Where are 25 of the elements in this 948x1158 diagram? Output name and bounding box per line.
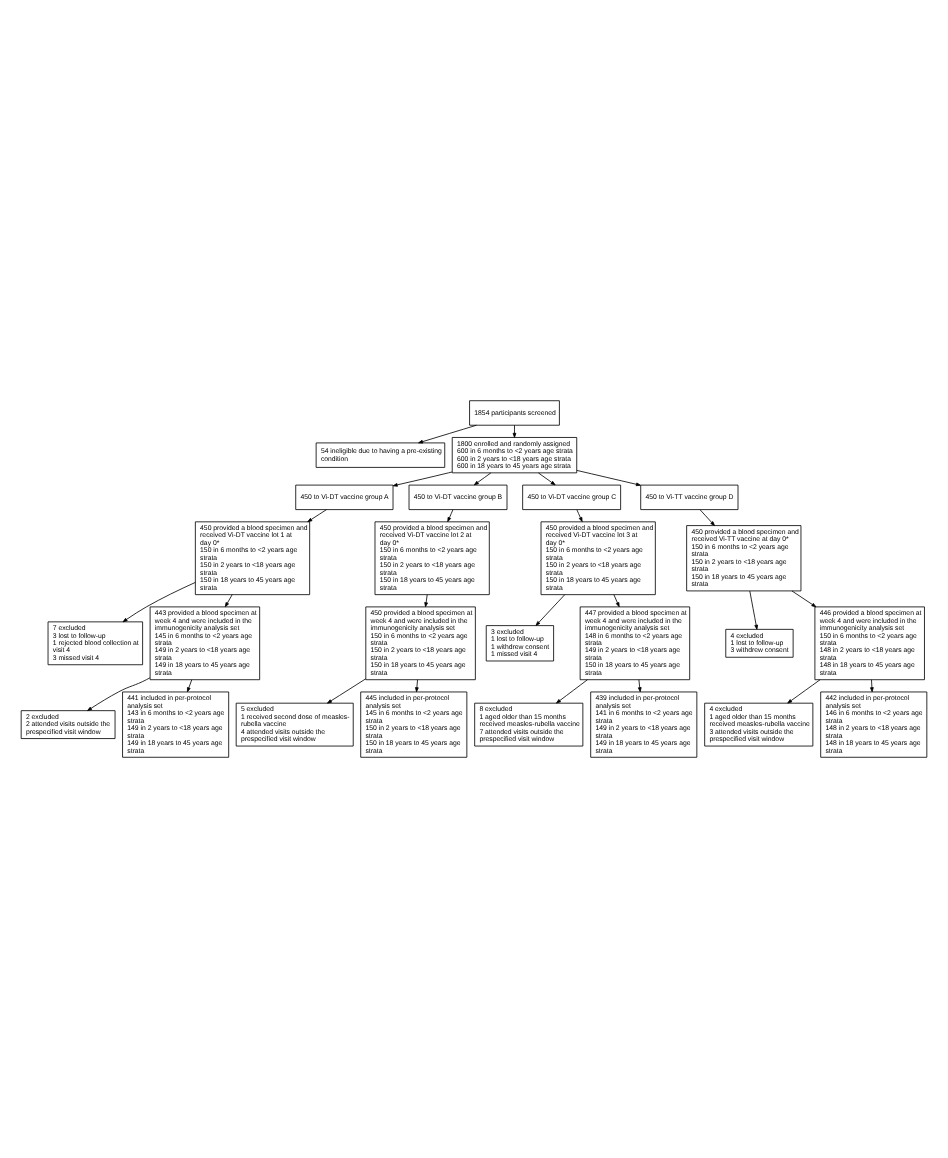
arrow [538,472,556,486]
arrow [791,590,817,608]
arrow [512,424,517,438]
arrow [187,679,193,693]
arrow [576,470,641,487]
arrow [787,679,821,704]
arrow [424,594,428,608]
arrow [749,590,758,630]
arrow [576,509,583,523]
arrow [613,594,620,608]
arrow [122,582,196,623]
arrow [556,679,588,704]
arrow [87,677,151,712]
arrow [392,471,453,487]
arrow [637,679,642,693]
arrow [327,678,367,704]
arrow [418,424,477,444]
arrow [535,594,566,626]
arrow [699,509,715,526]
arrow [307,509,327,523]
arrow [473,472,492,486]
arrow [870,679,874,693]
arrow [415,679,419,693]
arrow [447,509,454,523]
arrow [224,594,233,608]
